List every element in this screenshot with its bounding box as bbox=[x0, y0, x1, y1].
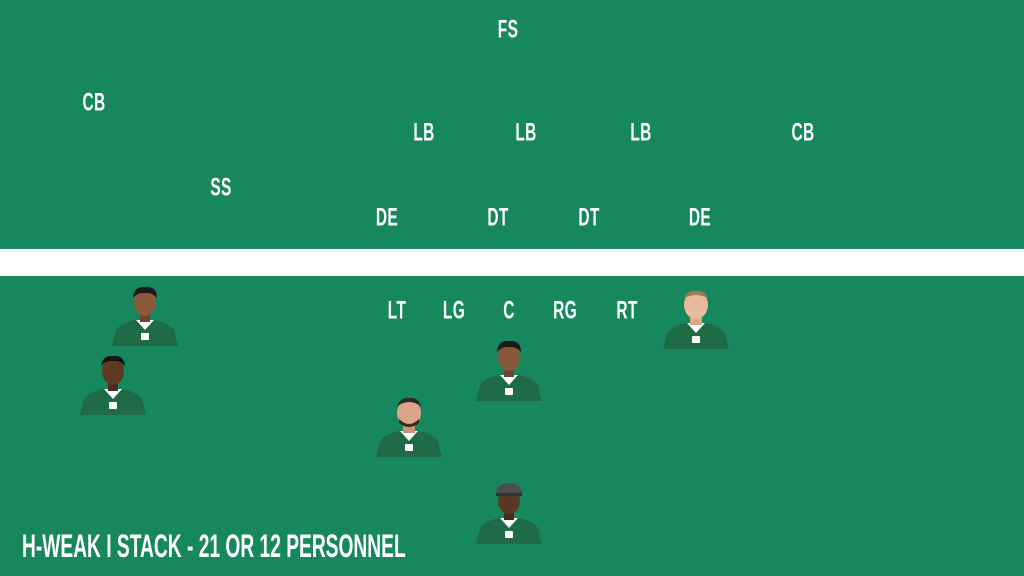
player-avatar-icon bbox=[663, 290, 729, 349]
right-guard-label: RG bbox=[553, 296, 577, 325]
right-tackle-label: RT bbox=[616, 296, 638, 325]
player-avatar-icon bbox=[476, 483, 542, 544]
player-headshot-quarterback bbox=[476, 339, 542, 401]
player-avatar-icon bbox=[80, 355, 146, 415]
defensive-tackle-left-label: DT bbox=[487, 203, 509, 232]
strong-safety-label: SS bbox=[210, 173, 232, 202]
player-headshot-receiver-wide bbox=[80, 353, 146, 415]
cornerback-left-label: CB bbox=[82, 88, 106, 117]
left-tackle-label: LT bbox=[387, 296, 407, 325]
defensive-end-left-label: DE bbox=[375, 203, 399, 232]
center-label: C bbox=[503, 296, 515, 325]
line-of-scrimmage bbox=[0, 249, 1024, 276]
player-avatar-icon bbox=[112, 286, 178, 346]
formation-title: H-WEAK I STACK - 21 OR 12 PERSONNEL bbox=[22, 528, 406, 564]
free-safety-label: FS bbox=[497, 15, 519, 44]
defensive-end-right-label: DE bbox=[688, 203, 712, 232]
linebacker-right-label: LB bbox=[630, 118, 652, 147]
linebacker-left-label: LB bbox=[413, 118, 435, 147]
player-avatar-icon bbox=[376, 397, 442, 457]
linebacker-middle-label: LB bbox=[515, 118, 537, 147]
player-headshot-receiver-slot bbox=[112, 284, 178, 346]
player-avatar-icon bbox=[476, 340, 542, 401]
player-headshot-fullback bbox=[376, 395, 442, 457]
cornerback-right-label: CB bbox=[791, 118, 815, 147]
left-guard-label: LG bbox=[442, 296, 466, 325]
defensive-tackle-right-label: DT bbox=[578, 203, 600, 232]
player-headshot-tight-end bbox=[663, 287, 729, 349]
player-headshot-running-back bbox=[476, 482, 542, 544]
